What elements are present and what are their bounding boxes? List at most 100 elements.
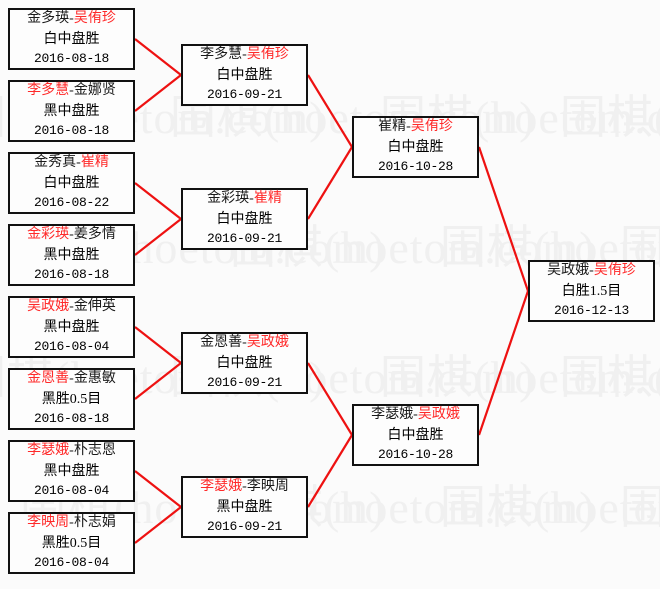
player-winner: 李瑟娥: [27, 443, 70, 459]
player-winner: 吴侑珍: [593, 263, 636, 279]
player-winner: 吴政娥: [417, 407, 460, 423]
match-box-round-2-4[interactable]: 李瑟娥-李映周黑中盘胜 2016-09-21: [181, 476, 308, 538]
match-result: 黑胜0.5目: [41, 391, 102, 407]
match-result: 黑中盘胜: [43, 247, 100, 263]
player-winner: 吴侑珍: [246, 47, 289, 63]
connector-line: [477, 146, 530, 292]
match-date: 2016-08-22: [33, 194, 109, 210]
match-date: 2016-08-18: [33, 410, 109, 426]
match-box-round-1-7[interactable]: 李瑟娥-朴志恩黑中盘胜 2016-08-04: [8, 440, 135, 502]
player-winner: 吴政娥: [27, 299, 70, 315]
match-date: 2016-08-18: [33, 50, 109, 66]
player-separator: -: [242, 479, 247, 495]
match-result: 白中盘胜: [387, 139, 444, 155]
match-result: 黑中盘胜: [216, 499, 273, 515]
match-players: 李多慧-金娜贤: [27, 81, 116, 101]
match-players: 金恩善-吴政娥: [200, 333, 289, 353]
connector-line: [134, 218, 182, 256]
match-result: 白中盘胜: [387, 427, 444, 443]
match-date: 2016-09-21: [206, 230, 282, 246]
player-winner: 崔精: [80, 155, 109, 171]
match-players: 金多瑛-吴侑珍: [27, 9, 116, 29]
player-loser: 金娜贤: [73, 83, 116, 99]
match-date: 2016-09-21: [206, 518, 282, 534]
match-players: 李瑟娥-李映周: [200, 477, 289, 497]
player-loser: 金伸英: [73, 299, 116, 315]
player-loser: 朴志娟: [73, 515, 116, 531]
connector-line: [477, 290, 530, 436]
match-date: 2016-08-04: [33, 554, 109, 570]
match-result: 白中盘胜: [216, 355, 273, 371]
player-loser: 李多慧: [200, 47, 243, 63]
player-winner: 吴政娥: [246, 335, 289, 351]
match-box-round-1-4[interactable]: 金彩瑛-姜多情黑中盘胜 2016-08-18: [8, 224, 135, 286]
player-winner: 吴侑珍: [73, 11, 116, 27]
player-loser: 崔精: [378, 119, 407, 135]
connector-line: [134, 38, 182, 76]
connector-line: [307, 434, 353, 508]
match-result: 黑胜0.5目: [41, 535, 102, 551]
match-box-round-2-3[interactable]: 金恩善-吴政娥白中盘胜 2016-09-21: [181, 332, 308, 394]
player-separator: -: [69, 11, 74, 27]
connector-line: [134, 470, 182, 508]
match-box-semifinal-1[interactable]: 崔精-吴侑珍白中盘胜 2016-10-28: [352, 116, 479, 178]
player-separator: -: [242, 47, 247, 63]
player-winner: 吴侑珍: [410, 119, 453, 135]
connector-line: [134, 182, 182, 220]
player-separator: -: [589, 263, 594, 279]
match-box-round-1-8[interactable]: 李映周-朴志娟黑胜0.5目 2016-08-04: [8, 512, 135, 574]
match-players: 李瑟娥-吴政娥: [371, 405, 460, 425]
connector-line: [307, 362, 353, 436]
match-date: 2016-10-28: [377, 446, 453, 462]
match-date: 2016-08-18: [33, 266, 109, 282]
match-result: 白中盘胜: [216, 211, 273, 227]
connector-line: [134, 362, 182, 400]
player-separator: -: [413, 407, 418, 423]
match-players: 李瑟娥-朴志恩: [27, 441, 116, 461]
match-result: 白中盘胜: [216, 67, 273, 83]
player-loser: 李映周: [246, 479, 289, 495]
connector-line: [134, 506, 182, 544]
player-separator: -: [242, 335, 247, 351]
player-loser: 金恩善: [200, 335, 243, 351]
match-date: 2016-08-04: [33, 482, 109, 498]
player-loser: 金彩瑛: [207, 191, 250, 207]
match-box-semifinal-2[interactable]: 李瑟娥-吴政娥白中盘胜 2016-10-28: [352, 404, 479, 466]
match-date: 2016-10-28: [377, 158, 453, 174]
player-loser: 朴志恩: [73, 443, 116, 459]
player-separator: -: [69, 83, 74, 99]
player-separator: -: [69, 371, 74, 387]
match-result: 白中盘胜: [43, 31, 100, 47]
match-players: 金彩瑛-姜多情: [27, 225, 116, 245]
player-separator: -: [69, 227, 74, 243]
match-players: 崔精-吴侑珍: [378, 117, 453, 137]
player-winner: 李映周: [27, 515, 70, 531]
player-loser: 姜多情: [73, 227, 116, 243]
connector-line: [134, 74, 182, 112]
match-box-round-1-1[interactable]: 金多瑛-吴侑珍白中盘胜 2016-08-18: [8, 8, 135, 70]
match-players: 吴政娥-金伸英: [27, 297, 116, 317]
match-date: 2016-09-21: [206, 374, 282, 390]
player-loser: 金多瑛: [27, 11, 70, 27]
match-result: 黑中盘胜: [43, 463, 100, 479]
player-loser: 金秀真: [34, 155, 77, 171]
connector-line: [307, 74, 353, 148]
player-winner: 李瑟娥: [200, 479, 243, 495]
connector-line: [134, 326, 182, 364]
player-winner: 崔精: [253, 191, 282, 207]
match-players: 金秀真-崔精: [34, 153, 109, 173]
player-separator: -: [76, 155, 81, 171]
player-loser: 金惠敏: [73, 371, 116, 387]
match-date: 2016-08-04: [33, 338, 109, 354]
match-players: 李映周-朴志娟: [27, 513, 116, 533]
player-separator: -: [406, 119, 411, 135]
match-date: 2016-08-18: [33, 122, 109, 138]
